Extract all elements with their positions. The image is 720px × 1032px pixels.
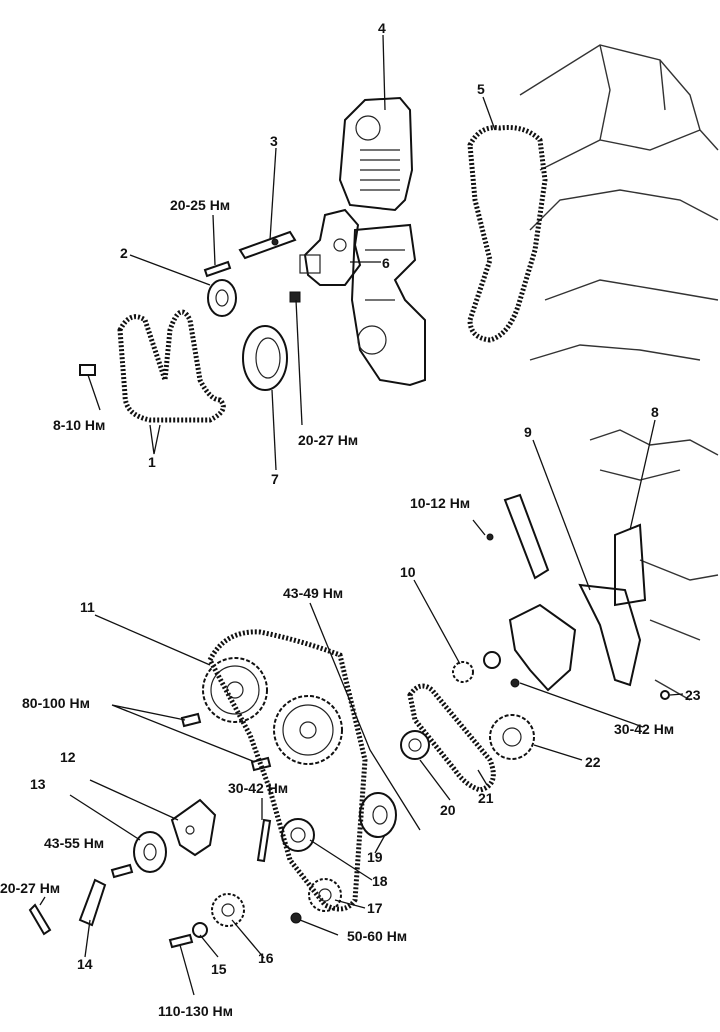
part-number-8: 8	[651, 404, 659, 420]
bolt-43-55	[110, 863, 134, 879]
part-number-19: 19	[367, 849, 383, 865]
bolt-8-10	[79, 364, 96, 376]
leader-lines	[39, 34, 684, 996]
water-pump	[299, 208, 362, 286]
part-number-9: 9	[524, 424, 532, 440]
part-number-11: 11	[80, 599, 95, 615]
torque-30-42-mid: 30-42 Нм	[228, 780, 288, 796]
balance-shaft-sprocket	[452, 651, 501, 683]
part-number-22: 22	[585, 754, 601, 770]
torque-30-42-right: 30-42 Нм	[614, 721, 674, 737]
balance-belt	[407, 683, 496, 793]
part-number-15: 15	[211, 961, 227, 977]
engine-block-sketch-lower	[589, 429, 719, 701]
tensioner-pulley	[281, 818, 315, 852]
bolt-80-100-b	[250, 756, 272, 772]
washer-19	[359, 792, 397, 838]
balance-tensioner	[400, 730, 430, 760]
bolt-20-27-top	[289, 291, 301, 303]
torque-80-100: 80-100 Нм	[22, 695, 90, 711]
part-number-2: 2	[120, 245, 128, 261]
part-number-3: 3	[270, 133, 278, 149]
nut-50-60	[290, 912, 302, 924]
part-number-6: 6	[382, 255, 390, 271]
camshaft-sprocket-left	[202, 657, 268, 723]
torque-20-27-top: 20-27 Нм	[298, 432, 358, 448]
bolt-80-100-a	[180, 712, 202, 728]
timing-belt-lower	[207, 629, 368, 912]
part-number-12: 12	[60, 749, 76, 765]
bolt-30-42-mid	[256, 818, 272, 863]
part-number-5-upper: 5	[477, 81, 485, 97]
torque-110-130: 110-130 Нм	[158, 1003, 233, 1019]
torque-8-10: 8-10 Нм	[53, 417, 105, 433]
part-number-18: 18	[372, 873, 388, 889]
torque-50-60: 50-60 Нм	[347, 928, 407, 944]
torque-43-55: 43-55 Нм	[44, 835, 104, 851]
part-number-20: 20	[440, 802, 456, 818]
timing-belt-upper	[467, 125, 548, 343]
pulley-2	[203, 260, 237, 317]
idler-13	[133, 831, 167, 873]
sprocket-22	[489, 714, 535, 760]
torque-20-25: 20-25 Нм	[170, 197, 230, 213]
part-number-4: 4	[378, 20, 386, 36]
engine-block-sketch	[519, 44, 719, 361]
part-number-13: 13	[30, 776, 46, 792]
cover-9	[578, 583, 642, 687]
bracket-3	[238, 230, 297, 260]
bracket-10-12	[486, 493, 550, 580]
lever-14	[78, 878, 107, 927]
bolt-110-130	[168, 933, 194, 949]
crank-sprocket	[308, 878, 342, 912]
camshaft-sprocket-right	[273, 695, 343, 765]
washer-15	[192, 922, 208, 938]
torque-10-12: 10-12 Нм	[410, 495, 470, 511]
part-number-16: 16	[258, 950, 274, 966]
sprocket-16	[211, 893, 245, 927]
bolt-30-42-right	[510, 678, 520, 688]
part-number-21: 21	[478, 790, 494, 806]
cover-8	[614, 523, 647, 607]
part-number-1: 1	[148, 454, 156, 470]
part-number-10: 10	[400, 564, 416, 580]
upper-timing-cover	[338, 96, 414, 212]
part-number-7: 7	[271, 471, 279, 487]
bolt-23	[660, 690, 670, 700]
part-number-23: 23	[685, 687, 701, 703]
seal-ring	[242, 325, 288, 391]
torque-43-49: 43-49 Нм	[283, 585, 343, 601]
balance-housing	[508, 603, 577, 692]
torque-20-27-bottom: 20-27 Нм	[0, 880, 60, 896]
part-number-14: 14	[77, 956, 93, 972]
bolt-20-27-bottom	[28, 903, 52, 936]
part-number-17: 17	[367, 900, 383, 916]
bracket-12	[170, 798, 217, 857]
lower-timing-cover	[350, 223, 426, 387]
drive-belt	[117, 309, 226, 423]
